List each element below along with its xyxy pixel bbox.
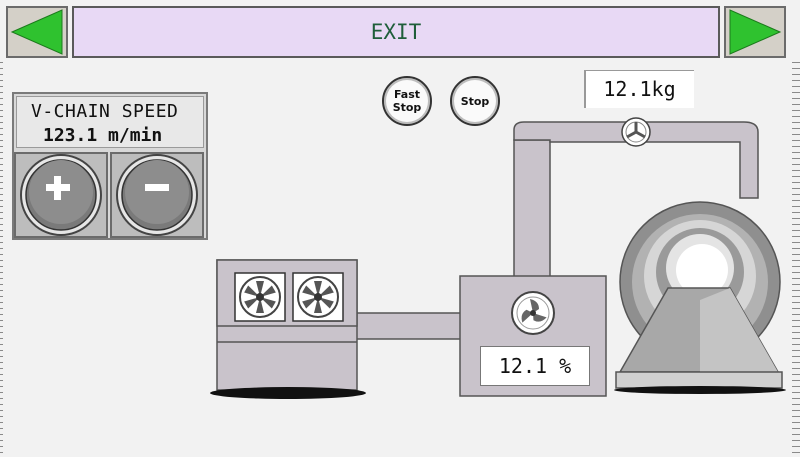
minus-icon (116, 154, 198, 236)
percent-readout: 12.1 % (480, 346, 590, 386)
fan-icon (511, 291, 555, 335)
horizontal-duct (355, 312, 463, 340)
top-duct (513, 121, 759, 199)
stop-button[interactable]: Stop (450, 76, 500, 126)
next-page-button[interactable] (724, 6, 786, 58)
left-edge-ruler (0, 62, 3, 457)
weight-value: 12.1kg (603, 77, 676, 101)
fast-stop-button[interactable]: Fast Stop (382, 76, 432, 126)
exit-label: EXIT (370, 20, 422, 44)
weight-readout: 12.1kg (584, 70, 694, 108)
v-chain-speed-panel: V-CHAIN SPEED 123.1 m/min (12, 92, 208, 240)
valve-icon (621, 117, 651, 147)
fan-icon (292, 272, 344, 322)
cyclone-icon (614, 201, 786, 394)
exit-button[interactable]: EXIT (72, 6, 720, 58)
speed-display: V-CHAIN SPEED 123.1 m/min (16, 96, 204, 148)
right-edge-ruler (792, 62, 800, 457)
fan-icon (234, 272, 286, 322)
stop-label: Stop (460, 94, 490, 108)
speed-value: 123.1 m/min (43, 125, 163, 146)
increase-speed-button[interactable] (14, 152, 108, 238)
percent-value: 12.1 % (498, 354, 572, 378)
fast-stop-label-line2: Stop (392, 101, 422, 114)
fan-unit (210, 259, 366, 399)
decrease-speed-button[interactable] (110, 152, 204, 238)
fast-stop-label-line1: Fast (393, 88, 421, 101)
arrow-right-icon (729, 9, 782, 55)
fan-unit-base (210, 387, 366, 399)
arrow-left-icon (10, 9, 63, 55)
vertical-duct (513, 139, 551, 279)
previous-page-button[interactable] (6, 6, 68, 58)
speed-title: V-CHAIN SPEED (31, 101, 179, 122)
plus-icon (20, 154, 102, 236)
